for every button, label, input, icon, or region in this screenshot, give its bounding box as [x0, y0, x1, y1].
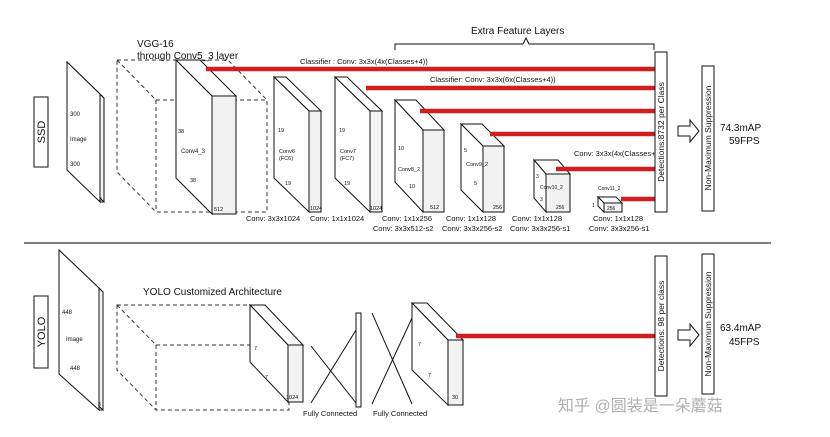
- conv9-2-bottom: 5: [474, 181, 477, 187]
- ssd-image-top: 300: [70, 112, 81, 118]
- vgg-title-2: through Conv5_3 layer: [137, 51, 239, 62]
- ssd-map: 74.3mAP: [720, 123, 761, 134]
- ssd-nms-arrow: [677, 118, 700, 144]
- conv9-2-top: 5: [464, 148, 467, 154]
- yolo-title: YOLO Customized Architecture: [143, 287, 282, 298]
- ssd-image-label: Image: [70, 137, 87, 143]
- ssd-nms-box: [701, 65, 715, 212]
- conv-label-6: Conv: 3x3x256-s2: [442, 224, 502, 233]
- yolo-out-depth: 30: [452, 395, 458, 401]
- conv8-2-bottom: 10: [409, 184, 415, 190]
- conv8-2-depth: 512: [430, 205, 439, 211]
- ssd-nms-label: Non-Maximum Suppression: [703, 85, 713, 190]
- yolo-out-a: 7: [418, 342, 421, 348]
- yolo-tag-box: [33, 295, 49, 369]
- conv11-2-label: Conv11_2: [598, 186, 621, 192]
- yolo-map: 63.4mAP: [720, 323, 761, 334]
- conv11-2-left: 1: [592, 203, 595, 209]
- yolo-out-b: 7: [428, 373, 431, 379]
- conv7-label: Conv7: [340, 149, 356, 155]
- yolo-classifier-arrow: [456, 331, 665, 341]
- conv6-top: 19: [278, 128, 284, 134]
- yolo-image-block: [58, 248, 104, 412]
- conv11-2-block: [596, 195, 624, 214]
- conv7-depth: 1024: [370, 206, 382, 212]
- conv10-2-top: 3: [536, 174, 539, 180]
- classifier-label-3: Conv: 3x3x(4x(Classes+4)): [574, 149, 665, 158]
- ssd-image-depth: 3: [99, 197, 102, 203]
- vgg-title-1: VGG-16: [137, 39, 174, 50]
- conv10-2-label: Conv10_2: [540, 185, 563, 191]
- yolo-fps: 45FPS: [729, 337, 760, 348]
- conv7-top: 19: [339, 128, 345, 134]
- ssd-detections-label: Detections:8732 per Class: [656, 82, 666, 182]
- conv9-2-block: [459, 122, 506, 214]
- fc-label-1: Fully Connected: [303, 409, 357, 418]
- extra-feature-brace: [394, 36, 655, 50]
- yolo-image-bottom: 448: [70, 366, 81, 372]
- conv-label-10: Conv: 3x3x256-s1: [589, 224, 649, 233]
- conv4-3-label: Conv4_3: [181, 149, 206, 155]
- conv9-2-depth: 256: [493, 205, 502, 211]
- conv8-2-block: [393, 98, 446, 214]
- yolo-image-top: 448: [62, 310, 73, 316]
- yolo-nms-arrow: [677, 322, 700, 348]
- yolo-detections-box: [654, 255, 668, 397]
- conv4-3-block: [174, 58, 238, 216]
- conv10-2-depth: 256: [556, 205, 565, 211]
- ssd-classifier-arrows: [206, 64, 666, 204]
- conv6-bottom: 19: [285, 181, 291, 187]
- classifier-label-2: Classifier: Conv: 3x3x(6x(Classes+4)): [430, 75, 556, 84]
- yolo-nms-box: [701, 253, 715, 395]
- conv7-sublabel: (FC7): [340, 156, 354, 162]
- yolo-conv-b: 7: [265, 375, 268, 381]
- conv-label-7: Conv: 1x1x128: [512, 214, 562, 223]
- fc-label-2: Fully Connected: [373, 409, 427, 418]
- conv8-2-label: Conv8_2: [398, 167, 420, 173]
- conv7-block: [333, 75, 384, 214]
- watermark: 知乎 @圆装是一朵蘑菇: [558, 397, 723, 415]
- extra-feature-title: Extra Feature Layers: [471, 26, 564, 37]
- conv-label-2: Conv: 1x1x1024: [310, 214, 364, 223]
- conv-label-4: Conv: 3x3x512-s2: [373, 224, 433, 233]
- yolo-tag: YOLO: [36, 316, 48, 347]
- yolo-image-label: Image: [66, 337, 83, 343]
- yolo-conv-depth: 1024: [286, 395, 298, 401]
- conv4-3-bottom: 38: [190, 178, 196, 184]
- yolo-conv-a: 7: [254, 346, 257, 352]
- fully-connected-2: [371, 312, 413, 405]
- fully-connected-1: [310, 312, 362, 408]
- conv6-depth: 1024: [310, 206, 322, 212]
- vgg-dashed-volume: [116, 59, 268, 213]
- conv9-2-label: Conv9_2: [466, 162, 488, 168]
- ssd-tag-box: [33, 96, 49, 168]
- conv6-sublabel: (FC6): [279, 156, 293, 162]
- conv10-2-bottom: 3: [540, 197, 543, 203]
- ssd-fps: 59FPS: [729, 136, 760, 147]
- yolo-image-depth: 3: [98, 402, 101, 408]
- conv6-block: [272, 75, 323, 214]
- yolo-conv-block: [248, 303, 305, 404]
- conv4-3-depth: 512: [214, 207, 223, 213]
- conv11-2-depth: 256: [607, 206, 616, 212]
- ssd-detections-box: [654, 51, 668, 213]
- conv6-label: Conv6: [279, 149, 295, 155]
- ssd-image-bottom: 300: [70, 162, 81, 168]
- conv-label-1: Conv: 3x3x1024: [246, 214, 300, 223]
- ssd-image-block: [66, 60, 105, 204]
- classifier-label-1: Classifier : Conv: 3x3x(4x(Classes+4)): [300, 57, 428, 66]
- conv-label-3: Conv: 1x1x256: [382, 214, 432, 223]
- conv-label-9: Conv: 1x1x128: [593, 214, 643, 223]
- conv-label-8: Conv: 3x3x256-s1: [510, 224, 570, 233]
- conv-label-5: Conv: 1x1x128: [446, 214, 496, 223]
- conv7-bottom: 19: [344, 181, 350, 187]
- conv8-2-top: 10: [398, 146, 404, 152]
- yolo-detections-label: Detections: 98 per class: [656, 281, 666, 372]
- ssd-tag: SSD: [36, 121, 48, 144]
- conv4-3-left: 38: [178, 129, 184, 135]
- yolo-output-block: [410, 301, 465, 407]
- conv10-2-block: [532, 158, 572, 214]
- yolo-nms-label: Non-Maximum Suppression: [703, 271, 713, 376]
